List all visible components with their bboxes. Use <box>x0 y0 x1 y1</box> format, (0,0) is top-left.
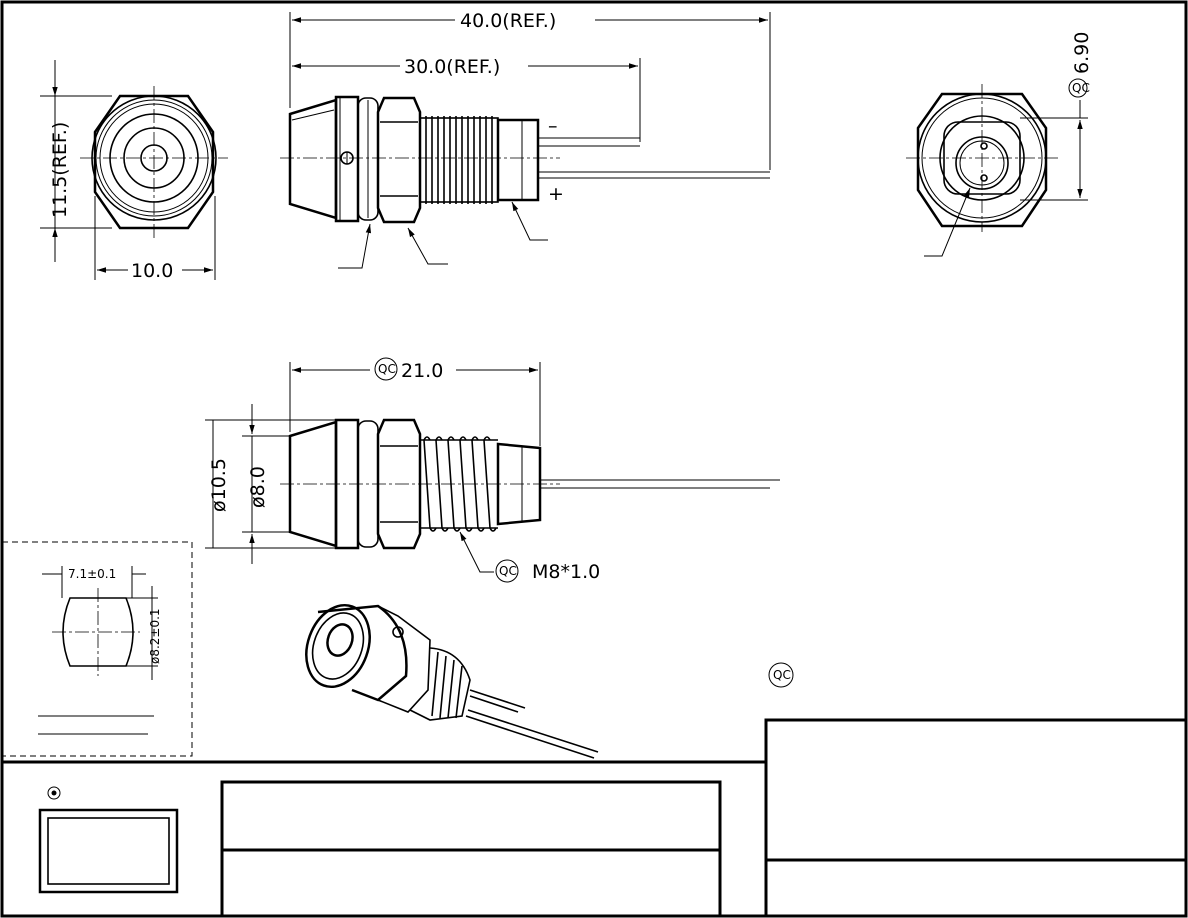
body-length-label: 30.0(REF.) <box>404 56 500 78</box>
svg-text:QC: QC <box>499 564 517 578</box>
outer-diameter-label: ø10.5 <box>208 458 230 512</box>
side-length-label: 21.0 <box>401 360 443 382</box>
front-width-label: 10.0 <box>131 260 173 282</box>
title-block <box>2 718 1188 918</box>
rear-diameter-label: 6.90 <box>1071 32 1093 74</box>
cutout-height-label: ø8.2±0.1 <box>148 608 162 664</box>
thread-label: M8*1.0 <box>532 561 600 583</box>
cutout-width-label: 7.1±0.1 <box>68 567 116 581</box>
top-side-view: 40.0(REF.) 30.0(REF.) <box>280 10 771 269</box>
minus-lead-label: – <box>548 115 558 137</box>
overall-length-label: 40.0(REF.) <box>460 10 556 32</box>
plus-lead-label: + <box>548 183 564 205</box>
isometric-view <box>305 603 599 759</box>
middle-side-view: QC 21.0 ø10.5 ø8.0 QC M8 <box>205 357 780 583</box>
rear-view: QC 6.90 <box>906 32 1093 257</box>
front-height-label: 11.5(REF.) <box>49 122 71 218</box>
front-view: 11.5(REF.) 10.0 <box>40 60 228 282</box>
svg-text:QC: QC <box>1072 81 1090 95</box>
panel-cutout-detail: 7.1±0.1 ø8.2±0.1 <box>1 541 193 757</box>
inner-diameter-label: ø8.0 <box>247 466 269 508</box>
svg-text:QC: QC <box>378 362 396 376</box>
qc-mark: QC <box>773 668 791 682</box>
